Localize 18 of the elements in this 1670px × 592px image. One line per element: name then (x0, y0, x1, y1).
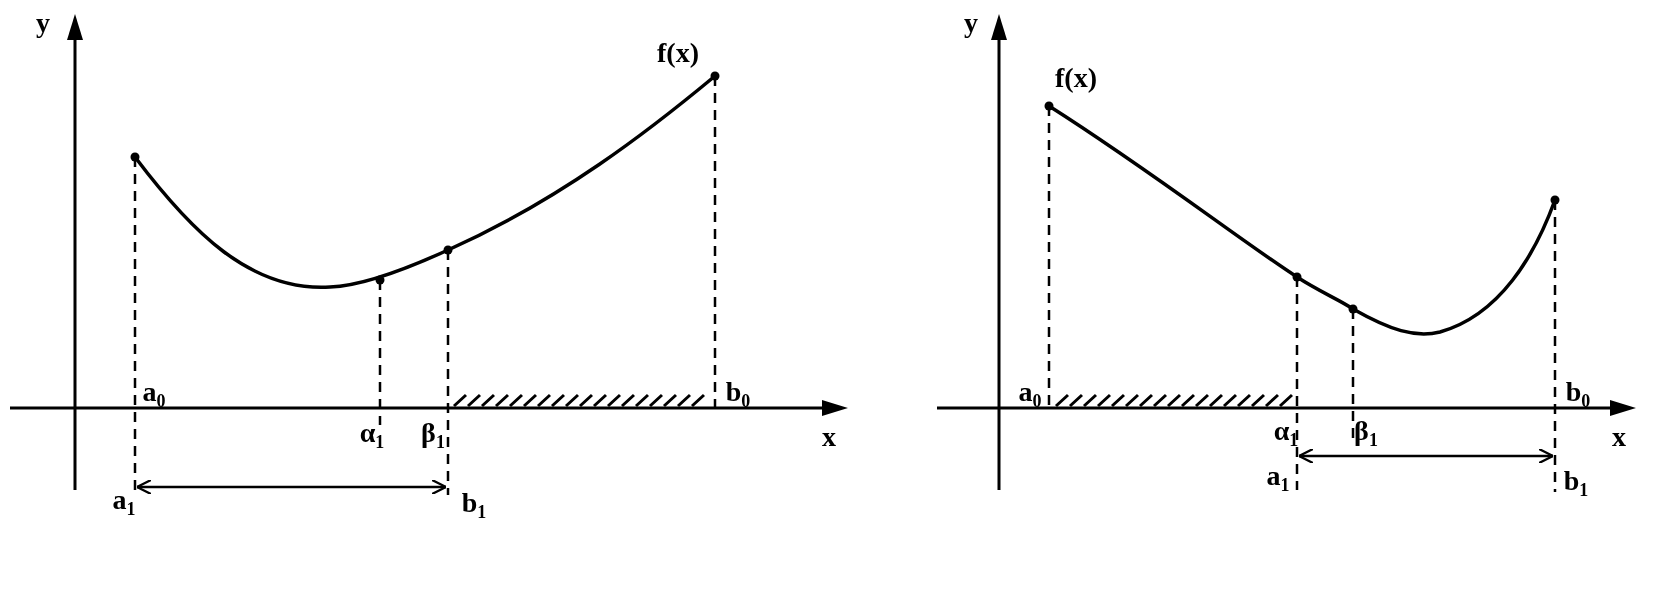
axis-label: x (1612, 423, 1626, 451)
function-label: f(x) (657, 39, 699, 67)
axis-label: x (822, 423, 836, 451)
point-label: α$_{1}$ (359, 418, 385, 452)
point-label: b$_{1}$ (1563, 466, 1589, 500)
axis-label: y (964, 9, 978, 37)
point-label: α$_{1}$ (1273, 416, 1299, 450)
point-label: a$_{0}$ (142, 377, 166, 411)
point-label: a$_{1}$ (1266, 461, 1290, 495)
function-label: f(x) (1055, 64, 1097, 92)
point-label: b$_{0}$ (1565, 377, 1591, 411)
axis-label: y (36, 9, 50, 37)
point-label: β$_{1}$ (1354, 416, 1378, 450)
point-label: a$_{0}$ (1018, 377, 1042, 411)
point-label: b$_{0}$ (725, 377, 751, 411)
point-label: a$_{1}$ (112, 485, 136, 519)
point-label: b$_{1}$ (461, 488, 487, 522)
point-label: β$_{1}$ (421, 418, 445, 452)
